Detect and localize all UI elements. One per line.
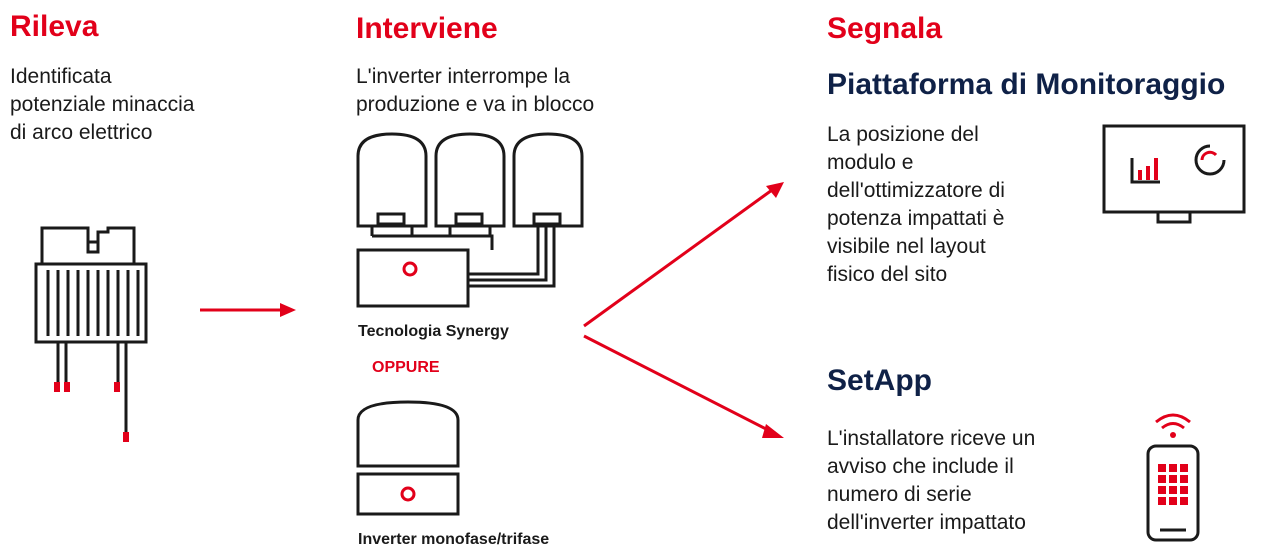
synergy-inverter-icon xyxy=(356,132,584,308)
setapp-text: L'installatore riceve un avviso che incl… xyxy=(827,427,1036,534)
synergy-caption: Tecnologia Synergy xyxy=(358,323,509,340)
single-caption: Inverter monofase/trifase xyxy=(358,531,550,548)
single-inverter-icon xyxy=(356,400,460,516)
platform-title: Piattaforma di Monitoraggio xyxy=(827,68,1226,101)
platform-text: La posizione del modulo e dell'ottimizza… xyxy=(827,123,1005,286)
or-label: OPPURE xyxy=(372,359,440,376)
monitor-chart-icon xyxy=(1102,124,1246,224)
intervene-text: L'inverter interrompe la produzione e va… xyxy=(356,65,595,116)
arrow-right-icon xyxy=(200,303,296,317)
signal-title: Segnala xyxy=(827,12,943,45)
branch-arrows xyxy=(583,182,784,438)
detect-title: Rileva xyxy=(10,10,99,43)
smartphone-wifi-icon xyxy=(1146,413,1200,542)
intervene-title: Interviene xyxy=(356,12,498,45)
setapp-title: SetApp xyxy=(827,364,932,397)
detect-text: Identificata potenziale minaccia di arco… xyxy=(10,65,195,144)
power-optimizer-icon xyxy=(34,226,148,442)
